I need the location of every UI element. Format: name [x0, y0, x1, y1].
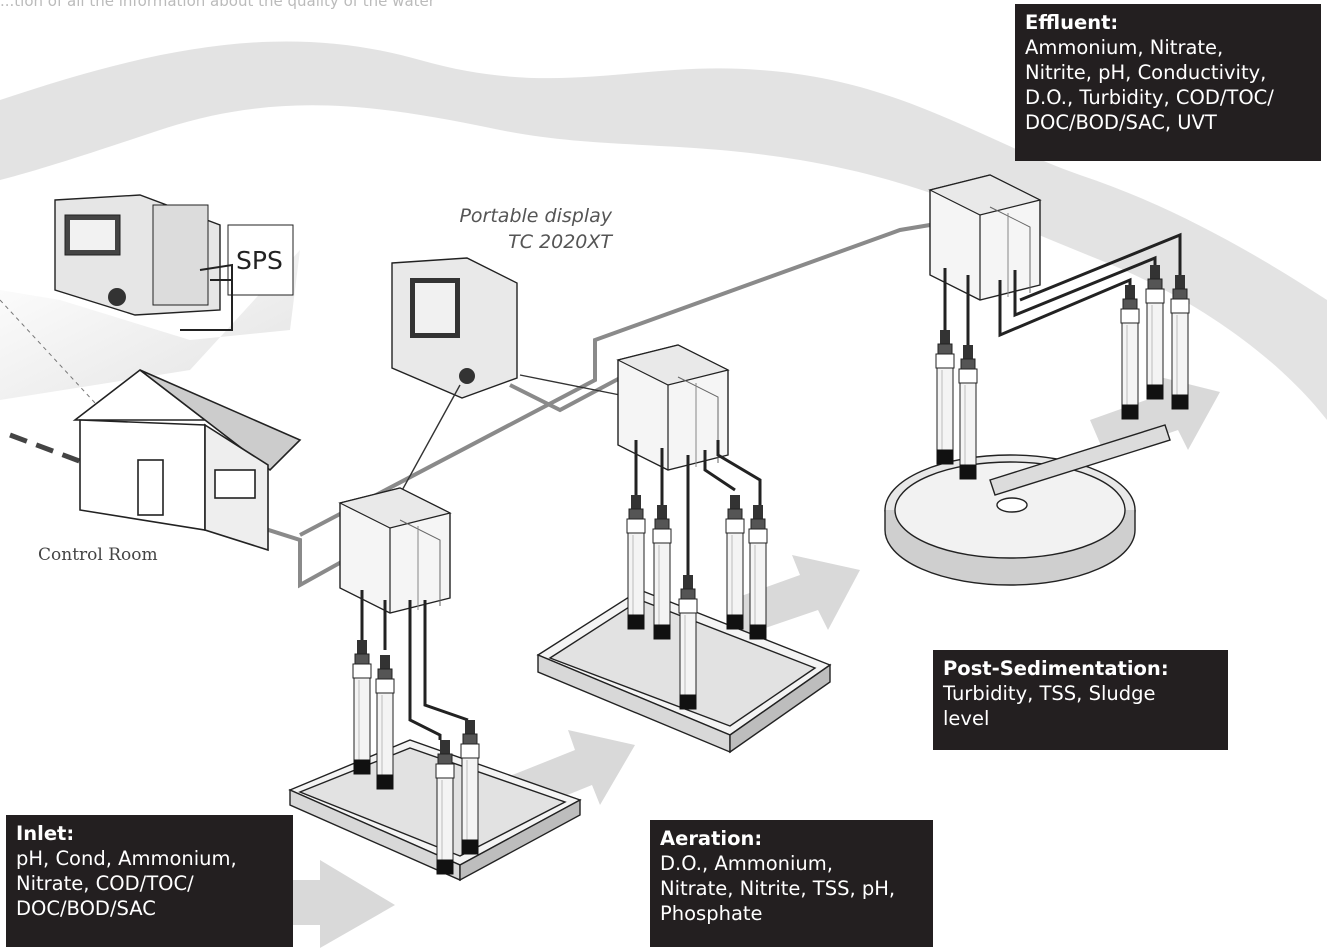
- probe-inlet-4: [460, 719, 480, 855]
- probe-inlet-3: [435, 739, 455, 875]
- inlet-line: Nitrate, COD/TOC/: [16, 872, 194, 895]
- effluent-title: Effluent:: [1025, 11, 1119, 34]
- portable-display: [391, 257, 518, 399]
- probe-effluent-1: [1120, 284, 1140, 420]
- probe-aeration-4: [725, 494, 745, 630]
- aeration-label-box: Aeration: D.O., Ammonium, Nitrate, Nitri…: [650, 820, 933, 947]
- aeration-line: Phosphate: [660, 902, 763, 925]
- probe-cables: [360, 232, 1182, 740]
- transmitter-inlet: [339, 487, 451, 614]
- control-room-controller: [54, 194, 221, 316]
- probe-aeration-3: [678, 574, 698, 710]
- effluent-label-box: Effluent: Ammonium, Nitrate, Nitrite, pH…: [1015, 4, 1321, 161]
- post-sedimentation-title: Post-Sedimentation:: [943, 657, 1169, 680]
- aeration-line: D.O., Ammonium,: [660, 852, 833, 875]
- sedimentation-clarifier: [884, 424, 1171, 586]
- portable-display-caption: Portable display TC 2020XT: [380, 203, 612, 255]
- probe-aeration-2: [652, 504, 672, 640]
- river-band: [0, 41, 1327, 421]
- probe-sed-1: [935, 329, 955, 465]
- cropped-top-text: ...tion of all the information about the…: [0, 0, 435, 10]
- cable-network: [189, 213, 991, 589]
- probe-inlet-2: [375, 654, 395, 790]
- control-room-house: [72, 368, 302, 552]
- probe-aeration-5: [748, 504, 768, 640]
- inlet-line: pH, Cond, Ammonium,: [16, 847, 237, 870]
- aeration-line: Nitrate, Nitrite, TSS, pH,: [660, 877, 896, 900]
- post-sedimentation-label-box: Post-Sedimentation: Turbidity, TSS, Slud…: [933, 650, 1228, 750]
- control-shading: [0, 250, 300, 400]
- dashed-link: [9, 432, 91, 468]
- probe-effluent-2: [1145, 264, 1165, 400]
- post-sedimentation-line: Turbidity, TSS, Sludge: [943, 682, 1156, 705]
- inlet-title: Inlet:: [16, 822, 75, 845]
- probe-sed-2: [958, 344, 978, 480]
- aeration-title: Aeration:: [660, 827, 763, 850]
- effluent-line: DOC/BOD/SAC, UVT: [1025, 111, 1217, 134]
- effluent-line: Nitrite, pH, Conductivity,: [1025, 61, 1267, 84]
- probe-aeration-1: [626, 494, 646, 630]
- portable-caption-line1: Portable display: [459, 205, 612, 227]
- probe-effluent-3: [1170, 274, 1190, 410]
- control-room-caption: Control Room: [38, 545, 158, 565]
- sps-label: SPS: [236, 246, 283, 275]
- effluent-line: D.O., Turbidity, COD/TOC/: [1025, 86, 1274, 109]
- effluent-line: Ammonium, Nitrate,: [1025, 36, 1224, 59]
- portable-caption-line2: TC 2020XT: [508, 231, 612, 253]
- inlet-tank: [288, 739, 582, 882]
- inlet-label-box: Inlet: pH, Cond, Ammonium, Nitrate, COD/…: [6, 815, 293, 947]
- inlet-line: DOC/BOD/SAC: [16, 897, 156, 920]
- sps-box: [227, 224, 294, 296]
- probe-inlet-1: [352, 639, 372, 775]
- post-sedimentation-line: level: [943, 707, 990, 730]
